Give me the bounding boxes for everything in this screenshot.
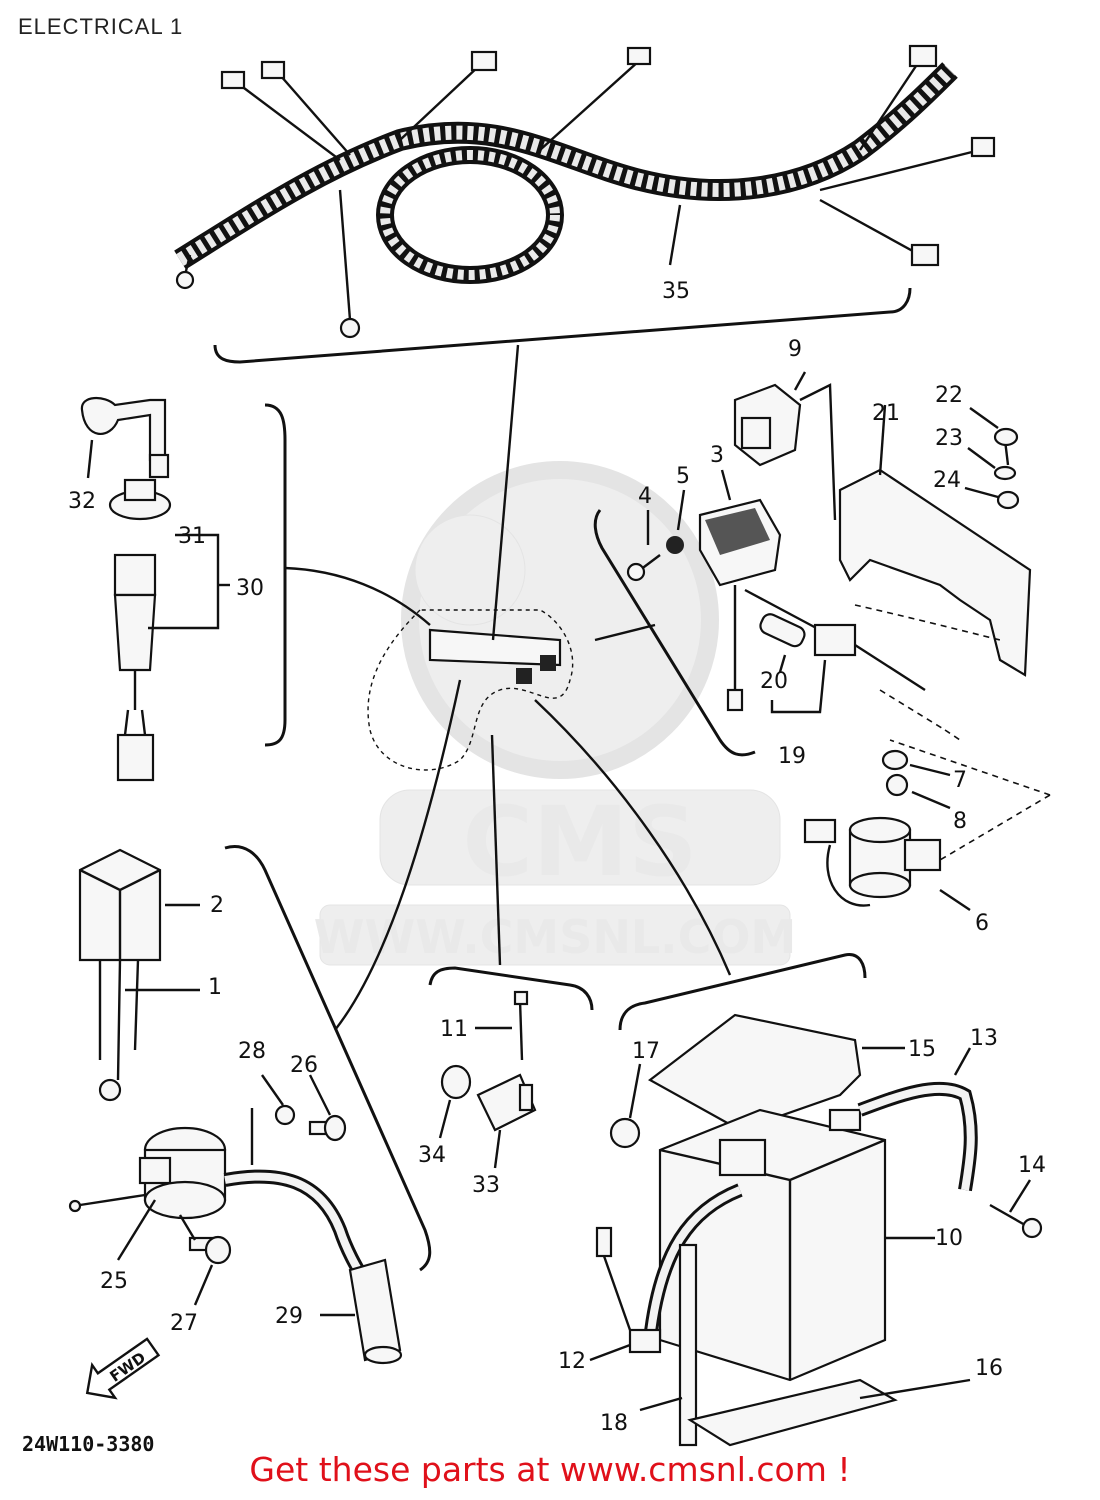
cap-17[interactable] (609, 1117, 641, 1149)
callout-22: 22 (935, 383, 963, 408)
callout-2: 2 (210, 893, 224, 918)
harness-bracket (213, 287, 912, 364)
flasher-relay[interactable] (733, 383, 802, 467)
callout-23: 23 (935, 426, 963, 451)
callout-25: 25 (100, 1269, 128, 1294)
battery-bracket (618, 953, 867, 1031)
assembly-guide (854, 604, 1051, 861)
spark-plug-cap[interactable] (348, 1258, 403, 1365)
coil-bracket (224, 845, 432, 1272)
leader-switch (284, 566, 431, 626)
callout-17: 17 (632, 1039, 660, 1064)
fwd-arrow-icon: FWD (85, 1337, 161, 1400)
fuse-holder[interactable] (744, 588, 926, 692)
connector-32[interactable] (80, 397, 170, 479)
washer-23[interactable] (993, 465, 1017, 481)
callout-14: 14 (1018, 1153, 1046, 1178)
rectifier-regulator[interactable] (698, 498, 782, 712)
bolt-26[interactable] (308, 1114, 347, 1142)
nut-7[interactable] (881, 749, 909, 771)
leader-sensor (490, 734, 502, 966)
callout-19: 19 (778, 744, 806, 769)
screw-11[interactable] (513, 990, 529, 1061)
leader-battery (534, 699, 732, 976)
callout-5: 5 (676, 464, 690, 489)
washer-34[interactable] (440, 1064, 472, 1100)
callout-28: 28 (238, 1039, 266, 1064)
sensor-33[interactable] (476, 1073, 537, 1132)
leader-regulator (594, 623, 656, 642)
callout-31: 31 (178, 524, 206, 549)
ignition-coil[interactable] (68, 1108, 382, 1304)
callout-26: 26 (290, 1053, 318, 1078)
mount-bracket[interactable] (838, 468, 1032, 677)
drawing-code: 24W110-3380 (22, 1432, 155, 1456)
callout-3: 3 (710, 443, 724, 468)
nut-28[interactable] (274, 1104, 296, 1126)
switch-bracket (264, 403, 287, 747)
callout-34: 34 (418, 1143, 446, 1168)
starter-relay[interactable] (803, 816, 942, 907)
callout-11: 11 (440, 1017, 468, 1042)
leader-coil (334, 679, 462, 1031)
callout-21: 21 (872, 401, 900, 426)
callout-18: 18 (600, 1411, 628, 1436)
callout-16: 16 (975, 1356, 1003, 1381)
callout-20: 20 (760, 669, 788, 694)
callout-6: 6 (975, 911, 989, 936)
leader-harness (491, 344, 520, 641)
callout-7: 7 (953, 768, 967, 793)
frame-sketch (367, 609, 574, 771)
callout-15: 15 (908, 1037, 936, 1062)
callout-10: 10 (935, 1226, 963, 1251)
regulator-bracket (593, 509, 756, 757)
main-switch[interactable] (108, 478, 172, 782)
washer-8[interactable] (885, 773, 909, 797)
callout-35: 35 (662, 279, 690, 304)
battery-pad[interactable] (687, 1378, 898, 1447)
bolt-22[interactable] (993, 427, 1019, 466)
callout-labels: 1 2 3 4 5 6 7 8 9 10 11 12 13 14 15 16 1… (68, 279, 1046, 1436)
callout-29: 29 (275, 1304, 303, 1329)
callout-27: 27 (170, 1311, 198, 1336)
callout-13: 13 (970, 1026, 998, 1051)
relay[interactable] (78, 848, 162, 1102)
callout-30: 30 (236, 576, 264, 601)
callout-32: 32 (68, 489, 96, 514)
callout-8: 8 (953, 809, 967, 834)
callout-33: 33 (472, 1173, 500, 1198)
bolt-4[interactable] (626, 554, 661, 582)
bolt-27[interactable] (188, 1235, 232, 1265)
sensor-bracket (428, 966, 594, 1011)
watermark-brand: CMS (462, 786, 697, 898)
battery-band-18[interactable] (678, 1243, 698, 1447)
wire-harness[interactable] (174, 44, 996, 339)
callout-1: 1 (208, 975, 222, 1000)
callout-12: 12 (558, 1349, 586, 1374)
nut-24[interactable] (996, 490, 1020, 510)
bolt-14[interactable] (989, 1203, 1043, 1239)
callout-4: 4 (638, 484, 652, 509)
callout-9: 9 (788, 337, 802, 362)
call-to-action-link[interactable]: Get these parts at www.cmsnl.com ! (249, 1450, 851, 1489)
page-title: ELECTRICAL 1 (18, 14, 184, 39)
watermark: CMS WWW.CMSNL.COM (314, 461, 796, 966)
washer-5[interactable] (666, 536, 684, 554)
callout-24: 24 (933, 468, 961, 493)
